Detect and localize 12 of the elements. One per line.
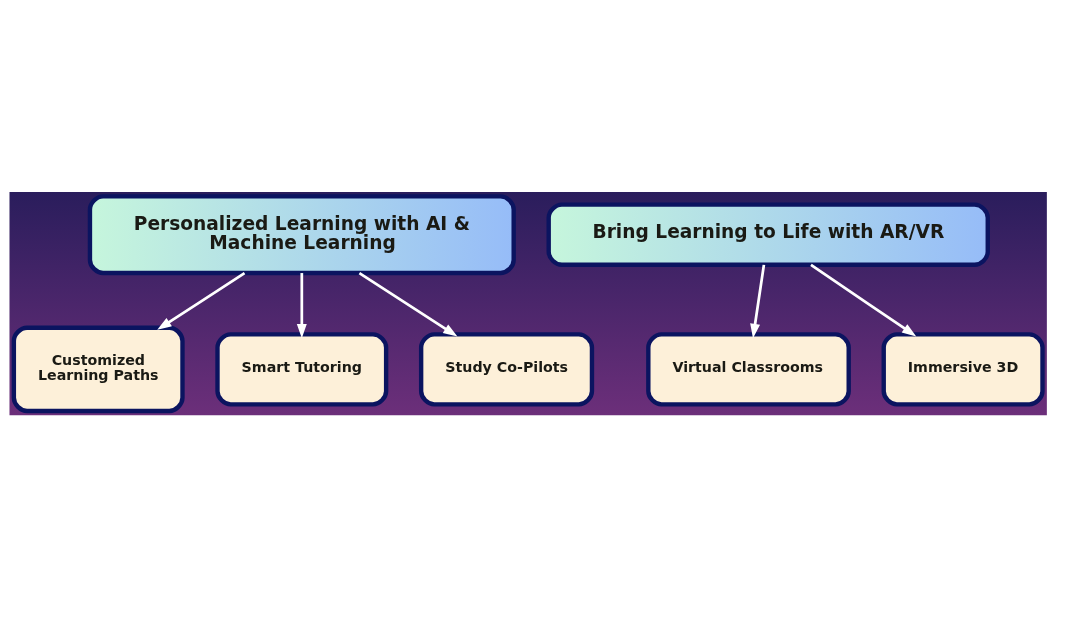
arrow [358,271,458,336]
arrow [296,272,307,338]
node-box: Smart Tutoring [215,331,389,407]
arrow [157,271,246,330]
node-box: Customized Learning Paths [11,325,185,413]
node-box: Bring Learning to Life with AR/VR [546,201,990,267]
arrow [750,264,766,338]
node-box: Personalized Learning with AI & Machine Learning [87,193,516,275]
node-box: Study Co-Pilots [418,331,595,407]
arrow [810,263,917,336]
node-box: Immersive 3D [881,331,1045,407]
node-box: Virtual Classrooms [646,331,851,407]
